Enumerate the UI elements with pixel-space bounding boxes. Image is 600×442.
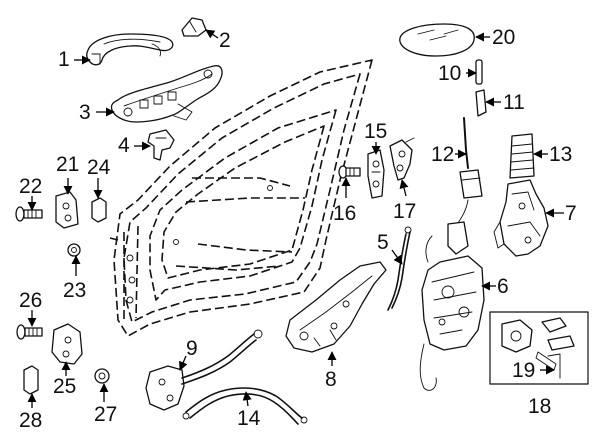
callout-9: 9 xyxy=(186,337,198,360)
bracket-part xyxy=(147,129,175,161)
hinge-bolt-part xyxy=(338,165,361,179)
callout-4: 4 xyxy=(118,134,130,157)
plug-23 xyxy=(67,243,81,257)
callout-5: 5 xyxy=(377,231,389,254)
hinge-bolt-26 xyxy=(16,324,43,340)
callout-22: 22 xyxy=(19,175,42,198)
cable-bracket-part xyxy=(145,329,263,411)
outside-handle-part xyxy=(86,33,174,66)
callout-24: 24 xyxy=(87,156,111,179)
rod-clip-part xyxy=(475,59,483,85)
callout-20: 20 xyxy=(492,26,515,49)
callout-11: 11 xyxy=(503,91,525,114)
grommet-part xyxy=(509,133,535,179)
callout-13: 13 xyxy=(549,143,572,166)
callout-16: 16 xyxy=(333,202,356,225)
callout-10: 10 xyxy=(438,62,461,85)
callout-23: 23 xyxy=(63,279,86,302)
key-fob-part xyxy=(399,23,475,57)
callout-27: 27 xyxy=(94,403,117,426)
hinge-21 xyxy=(55,191,79,229)
callout-2: 2 xyxy=(219,29,231,52)
callout-19: 19 xyxy=(512,359,535,382)
callout-14: 14 xyxy=(237,407,261,430)
door-latch-part xyxy=(419,235,485,391)
handle-carrier-part xyxy=(110,65,223,123)
callout-1: 1 xyxy=(58,48,70,71)
inner-handle-bracket-part xyxy=(285,261,387,353)
callout-7: 7 xyxy=(565,202,577,225)
bump-stop-24 xyxy=(91,197,107,223)
callout-12: 12 xyxy=(431,143,454,166)
callout-26: 26 xyxy=(19,289,42,312)
callout-17: 17 xyxy=(393,200,416,223)
callout-labels: 1 2 3 4 5 6 7 8 9 10 11 12 13 14 15 16 1… xyxy=(19,26,577,432)
hinge-plate-part xyxy=(389,137,415,181)
callout-8: 8 xyxy=(325,368,337,391)
door-frame-outline xyxy=(109,59,373,337)
hinge-bolt-22 xyxy=(15,206,43,222)
callout-28: 28 xyxy=(19,409,42,432)
callout-25: 25 xyxy=(53,375,76,398)
clip-part xyxy=(475,89,487,117)
plug-27 xyxy=(94,368,110,384)
actuator-rod-part xyxy=(447,117,483,255)
callout-18: 18 xyxy=(528,395,551,418)
bump-stop-28 xyxy=(23,365,39,395)
callout-3: 3 xyxy=(79,101,91,124)
hinge-upper-part xyxy=(367,149,385,199)
callout-6: 6 xyxy=(497,275,509,298)
handle-cap-part xyxy=(181,17,207,37)
latch-bracket-part xyxy=(493,179,549,257)
leader-lines xyxy=(27,29,564,408)
release-cable-part xyxy=(182,387,308,425)
callout-15: 15 xyxy=(364,120,387,143)
lock-rod-part xyxy=(387,226,412,311)
callout-21: 21 xyxy=(56,153,79,176)
hinge-25 xyxy=(51,323,83,365)
lock-cylinder-kit-part xyxy=(489,311,589,385)
